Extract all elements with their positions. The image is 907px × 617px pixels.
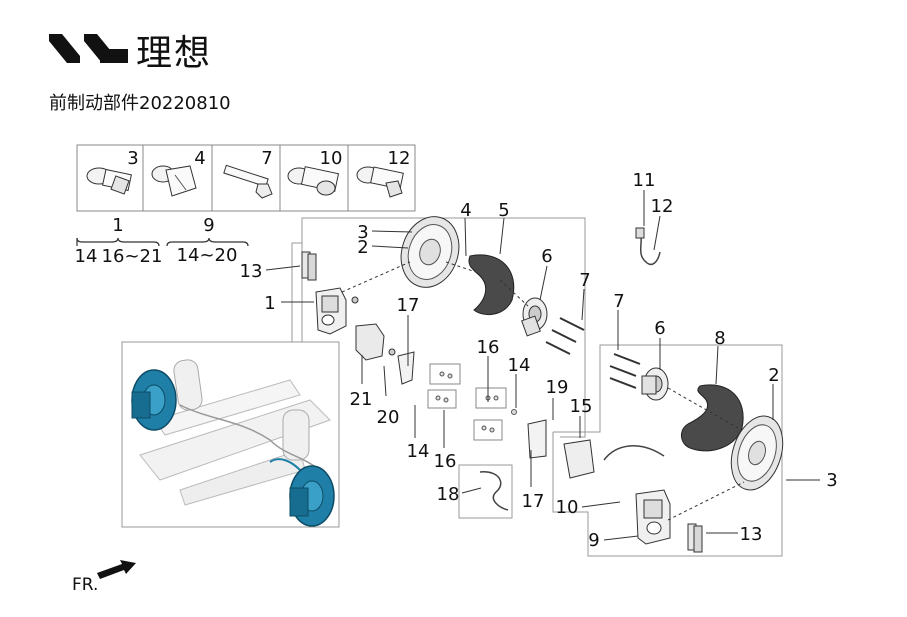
callout-number: 2 xyxy=(357,237,368,258)
callout-number: 3 xyxy=(357,222,368,243)
bolt-icon xyxy=(356,166,404,198)
callout-number: 8 xyxy=(714,328,725,349)
bolt-icon xyxy=(287,166,340,196)
callout-number: 17 xyxy=(522,491,545,512)
dust-shield-left xyxy=(468,254,515,316)
callout-number: 1 xyxy=(264,293,275,314)
assembly-lines xyxy=(341,261,745,521)
callout-number: 18 xyxy=(437,484,460,505)
group-brace xyxy=(166,237,249,247)
brand-name: 理想 xyxy=(136,33,213,74)
callout-labels: 13 1 3 2 4 5 6 7 17 21 20 14 16 16 14 19… xyxy=(240,170,838,551)
wheel-hub-right xyxy=(641,367,669,401)
callout-number: 14 xyxy=(508,355,531,376)
brake-pads-right xyxy=(687,523,703,553)
callout-number: 20 xyxy=(377,407,400,428)
group-member: 14 xyxy=(75,246,98,267)
group-member: 16~21 xyxy=(102,246,163,267)
brake-caliper-left xyxy=(315,287,359,335)
callout-number: 17 xyxy=(397,295,420,316)
brake-hose xyxy=(603,445,665,461)
group-brace xyxy=(76,237,160,247)
fastener-panel: 3 4 7 10 12 1 14 16~21 9 14~20 xyxy=(75,144,416,267)
callout-number: 19 xyxy=(546,377,569,398)
wear-sensor xyxy=(479,471,509,511)
chassis-overview xyxy=(131,359,335,527)
callout-number: 15 xyxy=(570,396,593,417)
fastener-number: 7 xyxy=(261,148,272,169)
fastener-number: 4 xyxy=(194,148,205,169)
hardware-kit-boxes xyxy=(427,363,507,441)
wheel-hub-left xyxy=(521,297,548,337)
callout-number: 13 xyxy=(740,524,763,545)
callout-number: 9 xyxy=(588,530,599,551)
dust-shield-right xyxy=(681,384,744,452)
callout-number: 7 xyxy=(613,291,624,312)
abs-sensor xyxy=(635,227,661,266)
callout-number: 3 xyxy=(826,470,837,491)
fastener-number: 3 xyxy=(127,148,138,169)
document-title: 前制动部件20220810 xyxy=(49,93,231,114)
li-auto-logo-icon xyxy=(49,34,128,63)
callout-number: 16 xyxy=(434,451,457,472)
callout-number: 10 xyxy=(556,497,579,518)
brake-caliper-right xyxy=(635,489,671,545)
callout-number: 11 xyxy=(633,170,656,191)
group-member: 14~20 xyxy=(177,245,238,266)
callout-number: 2 xyxy=(768,365,779,386)
callout-number: 12 xyxy=(651,196,674,217)
callout-number: 14 xyxy=(407,441,430,462)
hub-bolts-left xyxy=(545,317,585,355)
callout-number: 16 xyxy=(477,337,500,358)
front-direction-arrow-icon xyxy=(97,560,136,579)
callout-number: 6 xyxy=(541,246,552,267)
brake-pads-left xyxy=(301,251,317,281)
small-hardware xyxy=(435,371,517,433)
brake-disc-left xyxy=(400,216,460,288)
callout-number: 13 xyxy=(240,261,263,282)
fastener-number: 10 xyxy=(320,148,343,169)
group-label: 9 xyxy=(203,215,214,236)
caliper-bracket-right-small xyxy=(527,419,547,459)
highlighted-front-brake-left xyxy=(131,369,177,431)
caliper-bracket-left xyxy=(355,323,415,385)
brake-caliper-right-small xyxy=(563,439,595,479)
long-bolt-icon xyxy=(223,164,273,199)
fastener-number: 12 xyxy=(388,148,411,169)
callout-number: 6 xyxy=(654,318,665,339)
callout-number: 4 xyxy=(460,200,471,221)
flange-bolt-icon xyxy=(151,165,197,197)
highlighted-front-brake-right xyxy=(289,465,335,527)
hub-bolts-right xyxy=(609,353,641,389)
brake-disc-right xyxy=(730,415,784,491)
group-frames xyxy=(121,217,783,557)
group-label: 1 xyxy=(112,215,123,236)
bolt-icon xyxy=(86,167,132,195)
callout-number: 5 xyxy=(498,200,509,221)
front-direction-label: FR. xyxy=(72,575,98,595)
callout-number: 21 xyxy=(350,389,373,410)
callout-number: 7 xyxy=(579,270,590,291)
leader-lines xyxy=(265,190,820,541)
